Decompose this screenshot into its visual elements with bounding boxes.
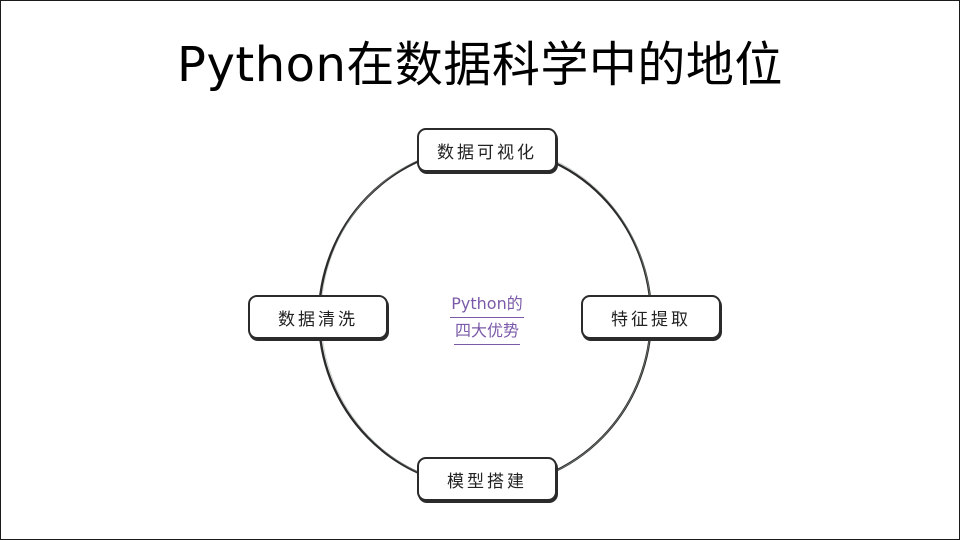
node-data-cleaning-label: 数据清洗 xyxy=(278,309,358,330)
node-data-cleaning: 数据清洗 xyxy=(248,295,388,339)
center-label-line1: Python的 xyxy=(450,291,524,318)
node-feature-extraction: 特征提取 xyxy=(581,295,721,339)
node-model-building-label: 模型搭建 xyxy=(447,471,527,492)
node-data-visualization: 数据可视化 xyxy=(417,128,557,172)
center-label: Python的 四大优势 xyxy=(437,291,537,345)
center-label-line2: 四大优势 xyxy=(453,318,520,345)
node-feature-extraction-label: 特征提取 xyxy=(611,309,691,330)
node-model-building: 模型搭建 xyxy=(417,457,557,501)
slide-title: Python在数据科学中的地位 xyxy=(177,37,783,93)
node-data-visualization-label: 数据可视化 xyxy=(437,142,537,163)
